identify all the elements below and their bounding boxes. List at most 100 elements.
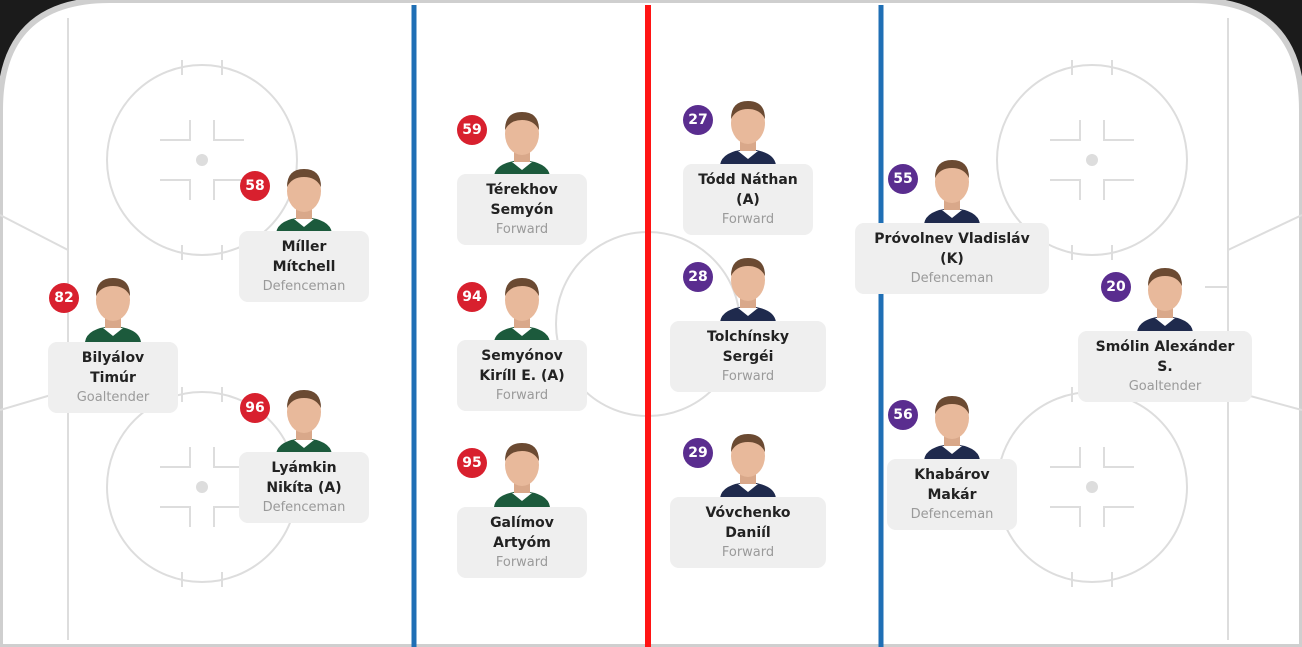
jersey-number-badge: 55 xyxy=(888,164,918,194)
player-avatar-icon xyxy=(276,169,332,233)
jersey-number: 94 xyxy=(462,289,482,305)
player-khabarov[interactable]: 56 Khabárov Makár Defenceman xyxy=(842,388,1062,530)
faceoff-dot xyxy=(1086,481,1098,493)
hair-shape xyxy=(935,396,969,414)
player-name: Lyámkin Nikíta (A) xyxy=(266,460,342,496)
player-name: Bilyálov Timúr xyxy=(81,350,145,386)
hair-shape xyxy=(731,101,765,119)
jersey-number: 95 xyxy=(462,455,482,471)
player-card: Galímov Artyóm Forward xyxy=(457,507,587,578)
player-smolin[interactable]: 20 Smólin Alexánder S. Goaltender xyxy=(1055,260,1275,402)
player-card: Tódd Náthan (A) Forward xyxy=(683,164,813,235)
faceoff-circle-top-left xyxy=(106,64,298,256)
player-card: Khabárov Makár Defenceman xyxy=(887,459,1017,530)
player-miller[interactable]: 58 Míller Mítchell Defenceman xyxy=(194,161,414,302)
hair-shape xyxy=(1148,268,1182,286)
player-position: Goaltender xyxy=(76,390,150,405)
player-semyonov[interactable]: 94 Semyónov Kiríll E. (A) Forward xyxy=(412,270,632,411)
jersey-number-badge: 28 xyxy=(683,262,713,292)
player-name: Tódd Náthan (A) xyxy=(698,172,798,208)
player-card: Bilyálov Timúr Goaltender xyxy=(48,342,178,413)
face-shape xyxy=(731,435,765,477)
player-avatar-icon xyxy=(1137,268,1193,332)
player-name: Tolchínsky Sergéi xyxy=(707,329,789,365)
player-position: Forward xyxy=(495,388,549,403)
faceoff-dot xyxy=(1086,154,1098,166)
player-photo xyxy=(268,161,340,233)
player-terekhov[interactable]: 59 Térekhov Semyón Forward xyxy=(412,104,632,245)
jersey-number-badge: 27 xyxy=(683,105,713,135)
face-shape xyxy=(287,170,321,212)
hash-marks xyxy=(160,60,1134,587)
player-photo xyxy=(712,426,784,498)
jersey-collar xyxy=(738,151,758,159)
player-position: Goaltender xyxy=(1128,379,1202,394)
player-name: Semyónov Kiríll E. (A) xyxy=(479,348,565,384)
player-photo xyxy=(712,250,784,322)
face-shape xyxy=(935,397,969,439)
jersey-number: 20 xyxy=(1106,279,1126,295)
player-tolchinsky[interactable]: 28 Tolchínsky Sergéi Forward xyxy=(638,250,858,392)
player-position: Defenceman xyxy=(910,507,994,522)
face-shape xyxy=(505,444,539,486)
player-avatar-icon xyxy=(494,112,550,176)
face-shape xyxy=(1148,269,1182,311)
jersey-number-badge: 20 xyxy=(1101,272,1131,302)
hair-shape xyxy=(96,278,130,296)
jersey-number: 58 xyxy=(245,178,265,194)
player-card: Próvolnev Vladisláv (K) Defenceman xyxy=(855,223,1049,294)
face-shape xyxy=(505,279,539,321)
player-photo xyxy=(916,152,988,224)
jersey-collar xyxy=(294,219,314,227)
hair-shape xyxy=(287,169,321,187)
player-galimov[interactable]: 95 Galímov Artyóm Forward xyxy=(412,435,632,578)
player-position: Forward xyxy=(495,222,549,237)
faceoff-circle-top-right xyxy=(996,64,1188,256)
face-shape xyxy=(96,279,130,321)
player-bilyalov[interactable]: 82 Bilyálov Timúr Goaltender xyxy=(3,270,223,413)
jersey-collar xyxy=(942,210,962,218)
player-card: Tolchínsky Sergéi Forward xyxy=(670,321,826,392)
faceoff-dot xyxy=(196,481,208,493)
player-photo xyxy=(1129,260,1201,332)
player-position: Defenceman xyxy=(262,500,346,515)
jersey-number-badge: 56 xyxy=(888,400,918,430)
player-avatar-icon xyxy=(494,443,550,507)
jersey-collar xyxy=(512,162,532,170)
player-provolnev[interactable]: 55 Próvolnev Vladisláv (K) Defenceman xyxy=(842,152,1062,294)
player-name: Míller Mítchell xyxy=(272,239,336,275)
player-photo xyxy=(486,270,558,342)
jersey-collar xyxy=(512,328,532,336)
player-card: Semyónov Kiríll E. (A) Forward xyxy=(457,340,587,411)
jersey-number-badge: 94 xyxy=(457,282,487,312)
jersey-number: 29 xyxy=(688,445,708,461)
player-photo xyxy=(77,270,149,342)
player-avatar-icon xyxy=(494,278,550,342)
jersey-collar xyxy=(103,328,123,336)
player-photo xyxy=(712,93,784,165)
player-avatar-icon xyxy=(720,258,776,322)
face-shape xyxy=(935,161,969,203)
player-name: Galímov Artyóm xyxy=(490,515,554,551)
jersey-collar xyxy=(738,484,758,492)
player-vovchenko[interactable]: 29 Vóvchenko Daniíl Forward xyxy=(638,426,858,568)
hair-shape xyxy=(505,112,539,130)
hair-shape xyxy=(287,390,321,408)
player-photo xyxy=(486,435,558,507)
jersey-number: 27 xyxy=(688,112,708,128)
player-todd[interactable]: 27 Tódd Náthan (A) Forward xyxy=(638,93,858,235)
jersey-number-badge: 95 xyxy=(457,448,487,478)
player-avatar-icon xyxy=(924,160,980,224)
face-shape xyxy=(731,259,765,301)
jersey-number-badge: 58 xyxy=(240,171,270,201)
hair-shape xyxy=(935,160,969,178)
player-lyamkin[interactable]: 96 Lyámkin Nikíta (A) Defenceman xyxy=(194,382,414,523)
jersey-number-badge: 59 xyxy=(457,115,487,145)
jersey-collar xyxy=(512,493,532,501)
jersey-number-badge: 82 xyxy=(49,283,79,313)
player-position: Forward xyxy=(721,545,775,560)
player-card: Lyámkin Nikíta (A) Defenceman xyxy=(239,452,369,523)
player-photo xyxy=(486,104,558,176)
face-shape xyxy=(731,102,765,144)
